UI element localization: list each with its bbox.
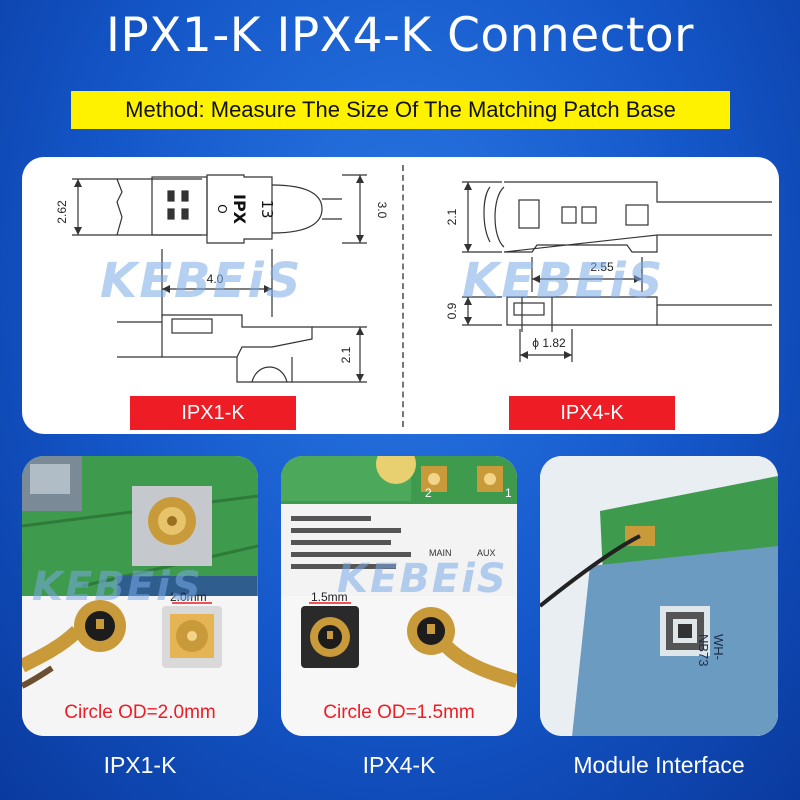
pcb-label-main: MAIN <box>429 548 452 558</box>
caption-ipx1-k: IPX1-K <box>103 752 177 778</box>
caption-ipx4-k: IPX4-K <box>362 752 436 778</box>
dim-side-height-label: 2.1 <box>339 346 353 363</box>
dim-diameter-label: ϕ 1.82 <box>532 336 566 350</box>
dim-width-label: 4.0 <box>207 272 224 286</box>
number-marking: 13 <box>258 199 276 218</box>
ipx1-k-drawing: 2.62 3.0 4.0 2.1 IPX 13 O <box>55 174 389 383</box>
ipx4-k-photo-panel: 2 1 MAIN AUX 1.5mm KEBEiS Circle OD=1.5m… <box>281 456 517 736</box>
dim-width-label: 2.55 <box>590 260 614 274</box>
dim-height-left-label: 2.62 <box>55 200 69 224</box>
ipx1-k-photo-panel: 2.0mm KEBEiS Circle OD=2.0mm <box>22 456 258 736</box>
ipx4-k-drawing: 2.1 2.55 0.9 ϕ 1.82 <box>445 181 772 362</box>
ipx-marking: IPX <box>230 194 249 225</box>
ipx1-k-photo <box>22 456 258 736</box>
panel-divider <box>402 165 404 427</box>
dim-height-label: 2.1 <box>445 208 459 225</box>
size-tag: 2.0mm <box>170 590 207 604</box>
pcb-label-aux: AUX <box>477 548 496 558</box>
caption-module-interface: Module Interface <box>573 752 745 778</box>
circle-od-label: Circle OD=2.0mm <box>64 702 216 723</box>
ipx1-k-label: IPX1-K <box>130 396 296 430</box>
ipx4-k-label: IPX4-K <box>509 396 675 430</box>
dim-side-height-label: 0.9 <box>445 302 459 319</box>
page-title: IPX1-K IPX4-K Connector <box>106 8 694 63</box>
dim-height-right-label: 3.0 <box>375 202 389 219</box>
letter-marking: O <box>215 204 229 213</box>
circle-od-label: Circle OD=1.5mm <box>323 702 475 723</box>
watermark: KEBEiS <box>32 564 203 610</box>
module-interface-photo <box>540 456 778 736</box>
size-tag: 1.5mm <box>311 590 348 604</box>
watermark: KEBEiS <box>100 253 303 309</box>
module-interface-photo-panel: WH-NB73 <box>540 456 778 736</box>
module-text: WH-NB73 <box>696 634 726 667</box>
pcb-label-1: 1 <box>505 486 512 500</box>
method-banner: Method: Measure The Size Of The Matching… <box>71 91 730 129</box>
pcb-label-2: 2 <box>425 486 432 500</box>
dimension-diagram-panel: 2.62 3.0 4.0 2.1 IPX 13 O <box>22 157 779 434</box>
watermark: KEBEiS <box>462 253 665 309</box>
ipx4-k-photo <box>281 456 517 736</box>
watermark: KEBEiS <box>337 556 508 602</box>
